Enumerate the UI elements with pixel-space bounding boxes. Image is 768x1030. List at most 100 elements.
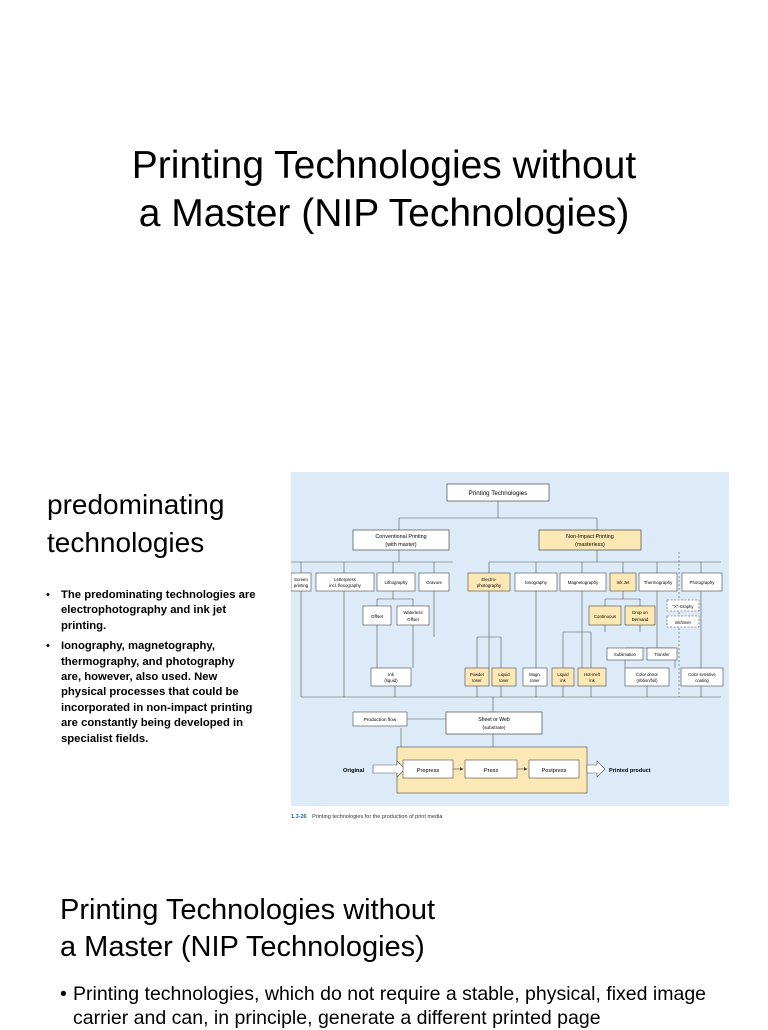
method-label: Thermography xyxy=(644,580,673,585)
slide-title-line2: a Master (NIP Technologies) xyxy=(138,192,630,236)
content-slide-text: Printing Technologies without a Master (… xyxy=(0,840,768,1029)
bullet-item: Printing technologies, which do not requ… xyxy=(60,982,720,1030)
slide-heading-line1: predominating xyxy=(47,489,225,520)
method-label: Ink Jet xyxy=(617,580,631,585)
sheet-or-web-sublabel: (substrate) xyxy=(483,725,506,731)
method-box xyxy=(681,572,723,592)
ink-liquid-sublabel: (liquid) xyxy=(384,678,398,683)
conventional-label: Conventional Printing xyxy=(375,534,426,540)
title-slide: Printing Technologies without a Master (… xyxy=(0,0,768,400)
input-arrow xyxy=(372,760,406,778)
transfer-box xyxy=(646,647,678,661)
drop-on-demand-box xyxy=(624,605,656,626)
drop-on-demand-label: Drop on xyxy=(632,610,648,615)
method-label: Ionography xyxy=(525,580,548,585)
color-donor-box xyxy=(624,667,670,687)
ink-type-label: Powder xyxy=(470,672,485,677)
ink-type-box xyxy=(551,667,575,687)
method-box xyxy=(290,572,312,592)
bullet-list: Printing technologies, which do not requ… xyxy=(60,982,720,1030)
color-donor-sublabel: (ribbon/foil) xyxy=(637,678,659,683)
figure-caption: 1.3-26 Printing technologies for the pro… xyxy=(291,814,442,820)
waterless-offset-sublabel: Offset xyxy=(407,617,419,622)
ink-type-label: ink xyxy=(560,678,566,683)
nip-box xyxy=(538,529,642,551)
method-label: Lithography xyxy=(385,580,409,585)
ink-type-label: Liquid xyxy=(557,672,569,677)
figure-caption-text: Printing technologies for the production… xyxy=(312,814,443,820)
ink-type-box xyxy=(464,667,490,687)
sublimation-label: Sublimation xyxy=(614,652,637,657)
bullet-item: The predominating technologies are elect… xyxy=(46,588,256,634)
continuous-box xyxy=(588,605,622,626)
ink-type-label: Magn. xyxy=(529,672,541,677)
method-label: Screen xyxy=(294,577,308,582)
printing-technologies-diagram: Printing Technologies Conventional Print… xyxy=(290,472,729,806)
printed-product-label: Printed product xyxy=(609,768,651,774)
printing-technologies-figure: Printing Technologies Conventional Print… xyxy=(290,472,729,806)
ink-liquid-label: Ink xyxy=(388,672,395,677)
slide-title: Printing Technologies without a Master (… xyxy=(60,892,435,966)
ink-liquid-box xyxy=(370,667,412,687)
x-graphy-label: "X"-Graphy xyxy=(673,604,695,609)
ink-type-box xyxy=(577,667,607,687)
slide-title-line1: Printing Technologies without xyxy=(60,894,436,926)
method-box xyxy=(418,572,450,592)
ink-type-label: ink xyxy=(589,678,595,683)
method-box xyxy=(467,572,511,592)
press-label: Press xyxy=(484,768,499,774)
method-box xyxy=(559,572,607,592)
original-label: Original xyxy=(343,768,365,774)
offset-box xyxy=(362,605,392,626)
waterless-offset-box xyxy=(396,605,430,626)
offset-label: Offset xyxy=(371,614,384,619)
color-donor-label: Color donor xyxy=(636,672,658,677)
ink-type-label: toner xyxy=(499,678,509,683)
output-arrow xyxy=(586,760,606,778)
slide-heading: predominating technologies xyxy=(47,486,277,562)
conventional-box xyxy=(352,529,450,551)
continuous-label: Continuous xyxy=(594,614,617,619)
ink-type-label: toner xyxy=(530,678,540,683)
sheet-or-web-box xyxy=(445,711,543,735)
method-label: Magnetography xyxy=(568,580,599,585)
sublimation-box xyxy=(606,647,644,661)
ink-type-label: Liquid xyxy=(498,672,510,677)
nip-sublabel: (masterless) xyxy=(575,542,605,548)
production-flow-label: Production flow xyxy=(364,717,397,723)
ink-type-box xyxy=(522,667,548,687)
ink-type-box xyxy=(491,667,517,687)
slide-title: Printing Technologies without a Master (… xyxy=(40,142,728,238)
ink-toner-box xyxy=(666,615,700,628)
root-box xyxy=(446,483,550,502)
ink-type-label: toner xyxy=(472,678,482,683)
x-graphy-box xyxy=(666,599,700,612)
slide-title-line1: Printing Technologies without xyxy=(131,144,637,188)
method-label: Letterpress xyxy=(334,577,357,582)
root-label: Printing Technologies xyxy=(469,490,528,497)
slide-heading-line2: technologies xyxy=(47,527,205,558)
method-label: printing xyxy=(294,583,309,588)
method-label: Photography xyxy=(690,580,716,585)
conventional-sublabel: (with master) xyxy=(385,542,416,548)
ink-toner-label: ink/toner xyxy=(675,620,692,625)
nip-label: Non-Impact Printing xyxy=(566,534,614,540)
bullet-item: Ionography, magnetography, thermography,… xyxy=(46,639,256,747)
method-box xyxy=(315,572,375,592)
content-slide-diagram: predominating technologies The predomina… xyxy=(0,400,768,840)
method-label: incl. flexography xyxy=(329,583,362,588)
drop-on-demand-sublabel: Demand xyxy=(632,617,649,622)
transfer-label: Transfer xyxy=(654,652,670,657)
prepress-label: Prepress xyxy=(417,768,440,774)
waterless-offset-label: Waterless xyxy=(403,610,423,615)
method-label: Electro- xyxy=(481,577,497,582)
color-sensitive-sublabel: coating xyxy=(695,678,709,683)
method-box xyxy=(638,572,678,592)
sheet-or-web-label: Sheet or Web xyxy=(478,717,510,723)
method-box xyxy=(376,572,416,592)
postpress-box xyxy=(528,759,580,779)
color-sensitive-label: Color sensitive xyxy=(688,672,716,677)
ink-type-label: Hot-melt xyxy=(584,672,601,677)
method-label: photography xyxy=(477,583,502,588)
bullet-list: The predominating technologies are elect… xyxy=(46,588,256,752)
